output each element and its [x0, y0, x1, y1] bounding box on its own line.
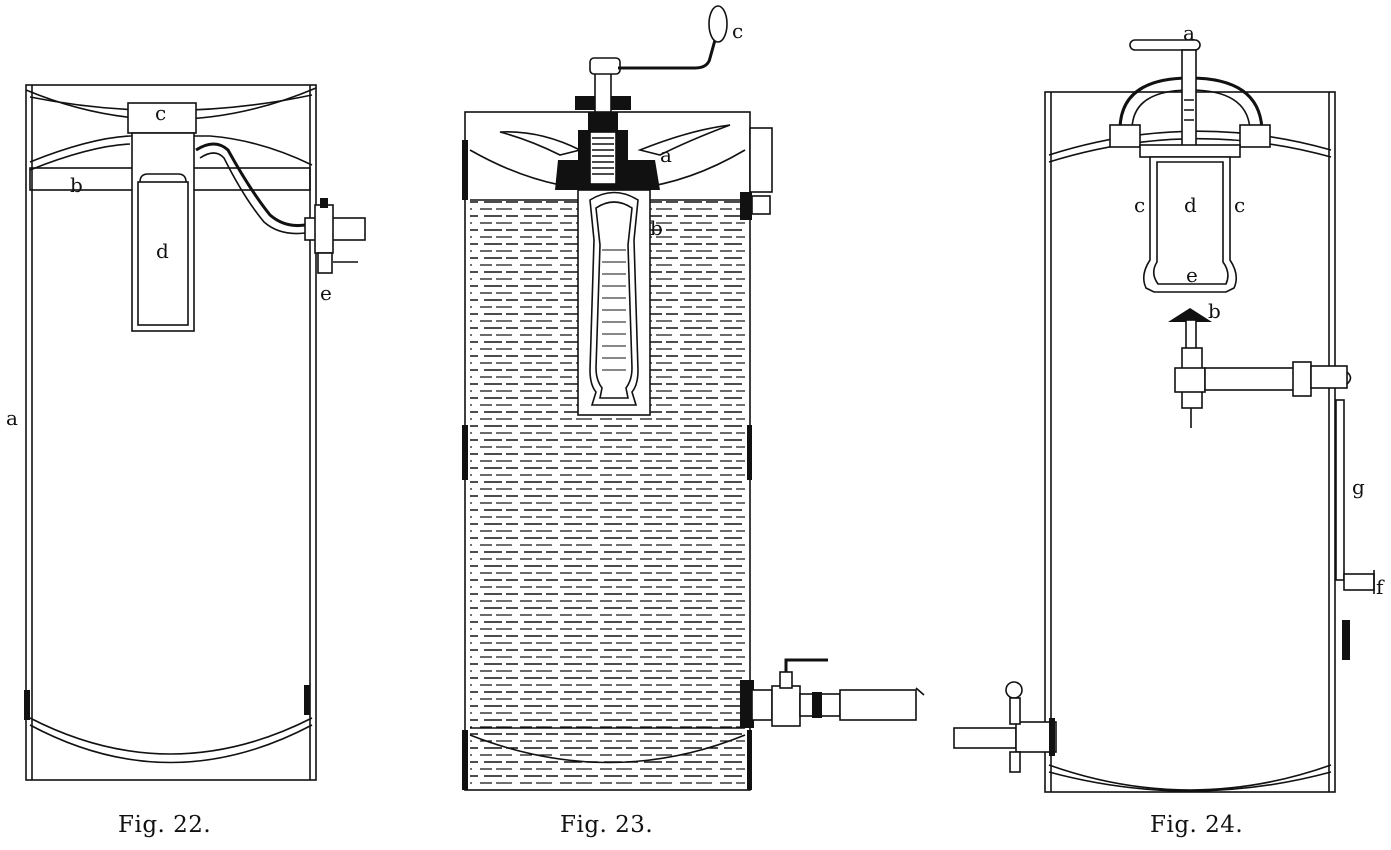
fig22-pipe	[195, 142, 306, 227]
fig24-handwheel-a	[1129, 39, 1201, 51]
fig23-crank-c	[618, 39, 717, 70]
fig22-label-b: b	[70, 173, 83, 197]
fig24-side-pipe	[1204, 367, 1296, 391]
fig22-caption: Fig. 22.	[118, 812, 212, 838]
fig24-label-a: a	[1183, 21, 1195, 45]
fig23-outlet-valve	[771, 685, 801, 727]
fig24-gauge-g	[1335, 399, 1345, 581]
figure-22: a b c d e Fig. 22.	[0, 0, 420, 850]
fig24-label-f: f	[1376, 575, 1385, 599]
fig22-valve-e	[304, 217, 366, 241]
fig24-drain-valve	[953, 727, 1017, 749]
fig22-label-c: c	[155, 101, 166, 125]
fig24-bottom-dish	[1048, 764, 1332, 791]
fig24-label-e: e	[1186, 263, 1198, 287]
fig24-chamber-d	[1142, 156, 1238, 293]
fig24-caption: Fig. 24.	[1150, 812, 1244, 838]
fig24-label-c-left: c	[1134, 193, 1145, 217]
fig22-outer-vessel	[25, 84, 317, 781]
fig24-label-c-right: c	[1234, 193, 1245, 217]
fig22-label-e: e	[320, 281, 332, 305]
fig22-bottom-dish	[29, 724, 313, 764]
fig23-hose	[839, 689, 917, 721]
fig23-label-a: a	[660, 143, 672, 167]
figure-24: a b c c d e f g Fig. 24.	[950, 0, 1391, 850]
figure-24-drawing: a b c c d e f g	[953, 21, 1385, 793]
fig24-label-b: b	[1208, 299, 1221, 323]
fig22-label-d: d	[156, 239, 169, 263]
fig22-tube-d	[131, 132, 195, 332]
figure-23: a b c Fig. 23.	[440, 0, 960, 850]
fig23-caption: Fig. 23.	[560, 812, 654, 838]
fig22-label-a: a	[6, 406, 18, 430]
fig23-bottom-dish	[469, 734, 746, 764]
figure-23-drawing: a b c	[462, 5, 925, 791]
fig23-label-c: c	[732, 19, 743, 43]
fig23-chamber	[577, 189, 651, 416]
figure-22-drawing: a b c d e	[6, 84, 366, 781]
fig24-label-d: d	[1184, 193, 1197, 217]
fig23-label-b: b	[650, 216, 663, 240]
fig24-label-g: g	[1352, 475, 1365, 499]
